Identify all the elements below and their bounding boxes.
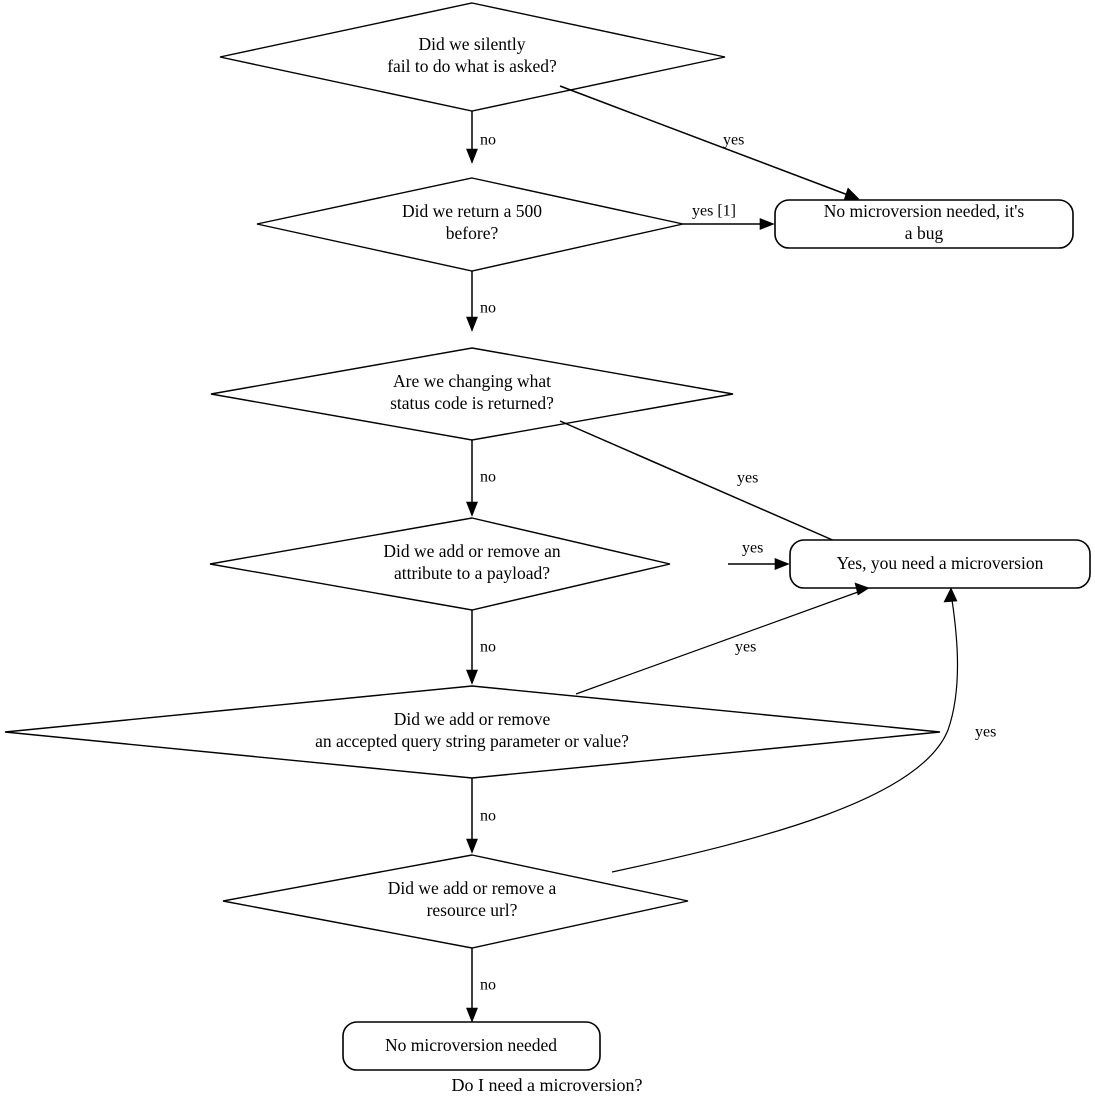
arrow-head	[943, 587, 958, 603]
arrow-head	[466, 148, 478, 164]
edge-label-yes-1: yes [1]	[692, 203, 736, 220]
node-query-string-line2: an accepted query string parameter or va…	[315, 731, 629, 751]
node-status-code-line1: Are we changing what	[393, 371, 551, 391]
edge-query-string-yes: yes	[575, 582, 870, 695]
edge-label-yes: yes	[975, 724, 996, 741]
edge-return-500-no: no	[466, 271, 496, 332]
node-resource-url-line2: resource url?	[427, 900, 518, 920]
node-bug-terminal[interactable]: No microversion needed, it's a bug	[774, 199, 1074, 249]
edge-label-no: no	[480, 132, 496, 149]
edge-silently-fail-no: no	[466, 111, 496, 164]
edge-resource-url-no: no	[466, 948, 496, 1023]
node-return-500[interactable]: Did we return a 500 before?	[256, 177, 684, 272]
edge-label-yes: yes	[737, 470, 758, 487]
arrow-head	[774, 558, 790, 570]
edge-label-no: no	[480, 977, 496, 994]
edge-line	[559, 420, 861, 553]
edge-line	[575, 591, 859, 695]
node-silently-fail-line2: fail to do what is asked?	[387, 56, 557, 76]
arrow-head	[466, 501, 478, 517]
node-payload-attribute-line2: attribute to a payload?	[394, 563, 550, 583]
node-bug-terminal-line2: a bug	[905, 223, 944, 243]
edge-label-yes: yes	[735, 639, 756, 656]
edge-status-code-no: no	[466, 440, 496, 517]
rounded-rect-shape	[342, 1021, 601, 1071]
rounded-rect-shape	[774, 199, 1074, 249]
diagram-caption: Do I need a microversion?	[452, 1075, 643, 1095]
node-payload-attribute[interactable]: Did we add or remove an attribute to a p…	[209, 517, 671, 611]
edge-label-no: no	[480, 469, 496, 486]
node-resource-url[interactable]: Did we add or remove a resource url?	[222, 854, 689, 949]
node-return-500-line1: Did we return a 500	[402, 201, 542, 221]
edge-label-no: no	[480, 639, 496, 656]
node-payload-attribute-line1: Did we add or remove an	[383, 541, 561, 561]
arrow-head	[466, 1007, 478, 1023]
edge-silently-fail-yes: yes	[559, 85, 860, 201]
arrow-head	[843, 187, 860, 201]
edge-status-code-yes: yes	[559, 420, 872, 558]
node-status-code[interactable]: Are we changing what status code is retu…	[210, 347, 734, 441]
node-no-terminal-line1: No microversion needed	[385, 1035, 557, 1055]
edge-label-no: no	[480, 808, 496, 825]
edge-query-string-no: no	[466, 778, 496, 854]
edge-resource-url-yes: yes	[611, 587, 996, 873]
arrow-head	[466, 838, 478, 854]
node-bug-terminal-line1: No microversion needed, it's	[824, 201, 1025, 221]
node-query-string[interactable]: Did we add or remove an accepted query s…	[4, 685, 941, 779]
node-no-terminal[interactable]: No microversion needed	[342, 1021, 601, 1071]
node-query-string-line1: Did we add or remove	[394, 709, 551, 729]
edge-payload-attribute-yes: yes	[728, 540, 790, 570]
node-resource-url-line1: Did we add or remove a	[388, 878, 557, 898]
edge-label-yes: yes	[742, 540, 763, 557]
node-return-500-line2: before?	[446, 223, 499, 243]
edge-line	[559, 85, 849, 196]
node-silently-fail[interactable]: Did we silently fail to do what is asked…	[219, 2, 726, 112]
edge-payload-attribute-no: no	[466, 610, 496, 685]
arrow-head	[759, 218, 775, 230]
node-silently-fail-line1: Did we silently	[419, 34, 526, 54]
node-yes-terminal[interactable]: Yes, you need a microversion	[789, 539, 1091, 589]
arrow-head	[854, 582, 870, 596]
edge-line	[611, 599, 959, 873]
arrow-head	[466, 316, 478, 332]
arrow-head	[466, 669, 478, 685]
rounded-rect-shape	[789, 539, 1091, 589]
edge-return-500-yes: yes [1]	[683, 203, 775, 230]
node-status-code-line2: status code is returned?	[390, 393, 554, 413]
edge-label-no: no	[480, 300, 496, 317]
node-yes-terminal-line1: Yes, you need a microversion	[837, 553, 1044, 573]
edge-label-yes: yes	[723, 132, 744, 149]
